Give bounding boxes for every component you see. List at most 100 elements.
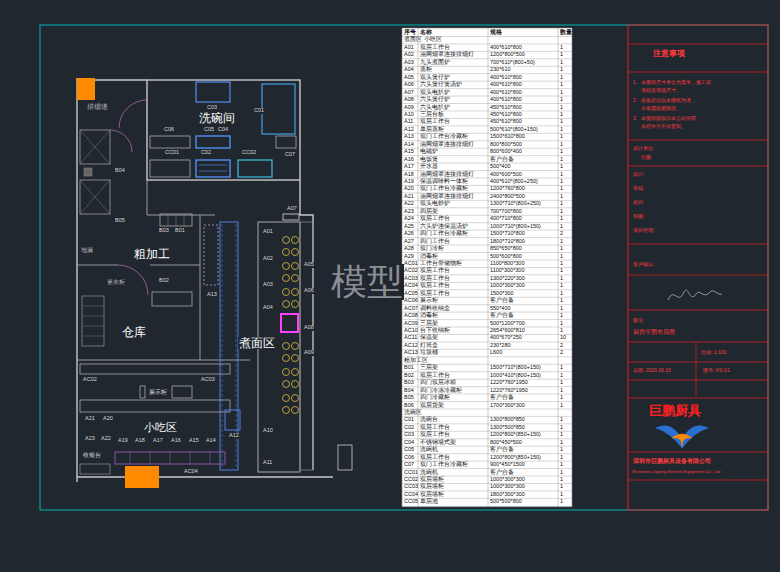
dishroom-wall — [147, 80, 300, 180]
table-cell: 油网烟罩连接排烟灯 — [420, 52, 474, 58]
partition-wall — [147, 180, 215, 215]
table-cell: 蒸柜 — [420, 67, 432, 73]
table-cell: 1300*500*850 — [490, 425, 525, 431]
burner-symbol — [283, 275, 290, 282]
table-cell: A13 — [404, 134, 414, 140]
room-label: 煮面区 — [238, 337, 276, 349]
field-label: 设计: — [632, 172, 645, 177]
table-cell: AC12 — [404, 343, 418, 349]
callout-number: A18 — [134, 438, 146, 444]
burner-symbol — [292, 275, 299, 282]
locker-grid — [82, 306, 104, 336]
title-rule — [628, 362, 768, 363]
table-cell: 垃圾桶 — [420, 350, 438, 356]
showcase-outline — [140, 386, 145, 398]
callout-number: C06 — [163, 127, 175, 133]
table-cell: AC08 — [404, 313, 418, 319]
equipment-outline — [283, 214, 299, 220]
equipment-outline — [196, 82, 230, 102]
table-cell: 1 — [560, 119, 563, 125]
title-rule — [628, 342, 768, 343]
table-rule — [402, 408, 572, 409]
table-cell: 1200*800*(850+150) — [490, 455, 541, 461]
field-label: 制图: — [632, 214, 645, 219]
title-rule — [628, 275, 768, 276]
callout-number: A03 — [262, 282, 274, 288]
shelf-outline — [160, 214, 192, 226]
drawing-frame — [40, 25, 768, 510]
table-cell: 1 — [560, 239, 563, 245]
table-cell: 1 — [560, 45, 563, 51]
table-cell: 1800*710*800 — [490, 239, 525, 245]
table-cell: 双门冷柜 — [420, 246, 444, 252]
table-cell: CC05 — [404, 499, 418, 505]
outer-wall — [77, 476, 333, 477]
callout-number: B01 — [174, 228, 186, 234]
burner-symbol — [283, 407, 290, 414]
table-cell: 三层架 — [420, 321, 438, 327]
table-cell: 九头煮面炉 — [420, 60, 450, 66]
callout-number: C03 — [206, 105, 218, 111]
table-cell: 洗碗台 — [420, 417, 438, 423]
table-cell: 1 — [560, 105, 563, 111]
table-cell: 230*610 — [490, 67, 511, 73]
table-cell: CC04 — [404, 492, 418, 498]
table-cell: 1 — [560, 127, 563, 133]
table-header: 规格 — [490, 30, 502, 36]
table-cell: 500*500*800 — [490, 499, 522, 505]
hood-outline — [204, 225, 218, 285]
callout-number: A15 — [188, 438, 200, 444]
burner-symbol — [292, 381, 299, 388]
table-cell: 1220*760*1950 — [490, 388, 528, 394]
table-cell: 双层工作台 — [420, 373, 450, 379]
table-cell: A20 — [404, 186, 414, 192]
table-cell: 煮面区 小吃区 — [404, 37, 442, 43]
callout-number: AC02 — [82, 377, 98, 383]
table-cell: 400*610*800 — [490, 82, 522, 88]
table-cell: 双层工作台 — [420, 216, 450, 222]
table-cell: 1 — [560, 306, 563, 312]
table-cell: AC09 — [404, 321, 418, 327]
orange-block — [77, 78, 95, 100]
table-cell: 双层工作台 — [420, 283, 450, 289]
fridge-cross — [80, 130, 110, 164]
outer-wall — [76, 78, 77, 482]
callout-number: A13 — [206, 292, 218, 298]
table-cell: 1 — [560, 254, 563, 260]
table-cell: 双门工作台冷藏柜 — [420, 462, 468, 468]
field-label: 客户确认: — [632, 262, 655, 267]
callout-number: A16 — [170, 438, 182, 444]
table-cell: 双层墙柜 — [420, 492, 444, 498]
table-cell: 550*400 — [490, 306, 511, 312]
table-cell: 客户自备 — [490, 298, 514, 304]
callout-number: A01 — [262, 229, 274, 235]
table-cell: CC01 — [404, 470, 418, 476]
logo-emblem — [672, 434, 692, 446]
table-cell: 1 — [560, 499, 563, 505]
table-cell: 双层工作台 — [420, 432, 450, 438]
table-cell: 1100*800*300 — [490, 261, 524, 267]
table-cell: 1 — [560, 268, 563, 274]
title-rule — [696, 342, 697, 398]
callout-number: A21 — [84, 416, 96, 422]
table-cell: 电磁炉 — [420, 149, 438, 155]
table-cell: 1000*300*300 — [490, 484, 525, 490]
table-cell: 1 — [560, 224, 563, 230]
table-cell: 800*600*400 — [490, 149, 522, 155]
note-text: 请核实现场尺寸。 — [640, 88, 682, 93]
partition-wall — [77, 265, 200, 266]
table-cell: 1 — [560, 462, 563, 468]
callout-number: A11 — [262, 460, 273, 466]
table-cell: AC05 — [404, 291, 418, 297]
table-cell: 1000*410*(800+150) — [490, 373, 541, 379]
callout-number: A20 — [102, 416, 114, 422]
table-cell: 1 — [560, 134, 563, 140]
note-text: 未经许可不得复制。 — [640, 124, 687, 129]
table-cell: 1 — [560, 82, 563, 88]
table-cell: AC07 — [404, 306, 418, 312]
table-cell: A03 — [404, 60, 414, 66]
table-cell: 2654*600*810 — [490, 328, 525, 334]
counter-outline — [80, 400, 230, 412]
callout-number: A02 — [262, 256, 274, 262]
